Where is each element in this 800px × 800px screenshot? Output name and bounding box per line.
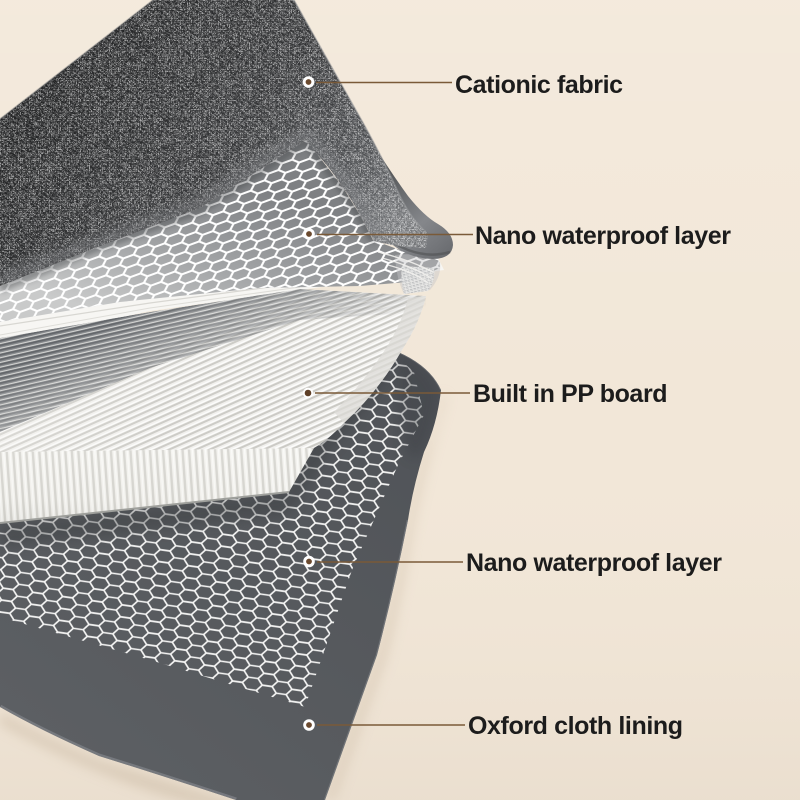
svg-text:Nano waterproof layer: Nano waterproof layer bbox=[466, 549, 722, 577]
svg-text:Built in PP board: Built in PP board bbox=[473, 380, 667, 408]
svg-text:Nano waterproof layer: Nano waterproof layer bbox=[475, 222, 731, 250]
svg-text:Oxford cloth lining: Oxford cloth lining bbox=[468, 712, 683, 740]
svg-text:Cationic fabric: Cationic fabric bbox=[455, 71, 623, 99]
